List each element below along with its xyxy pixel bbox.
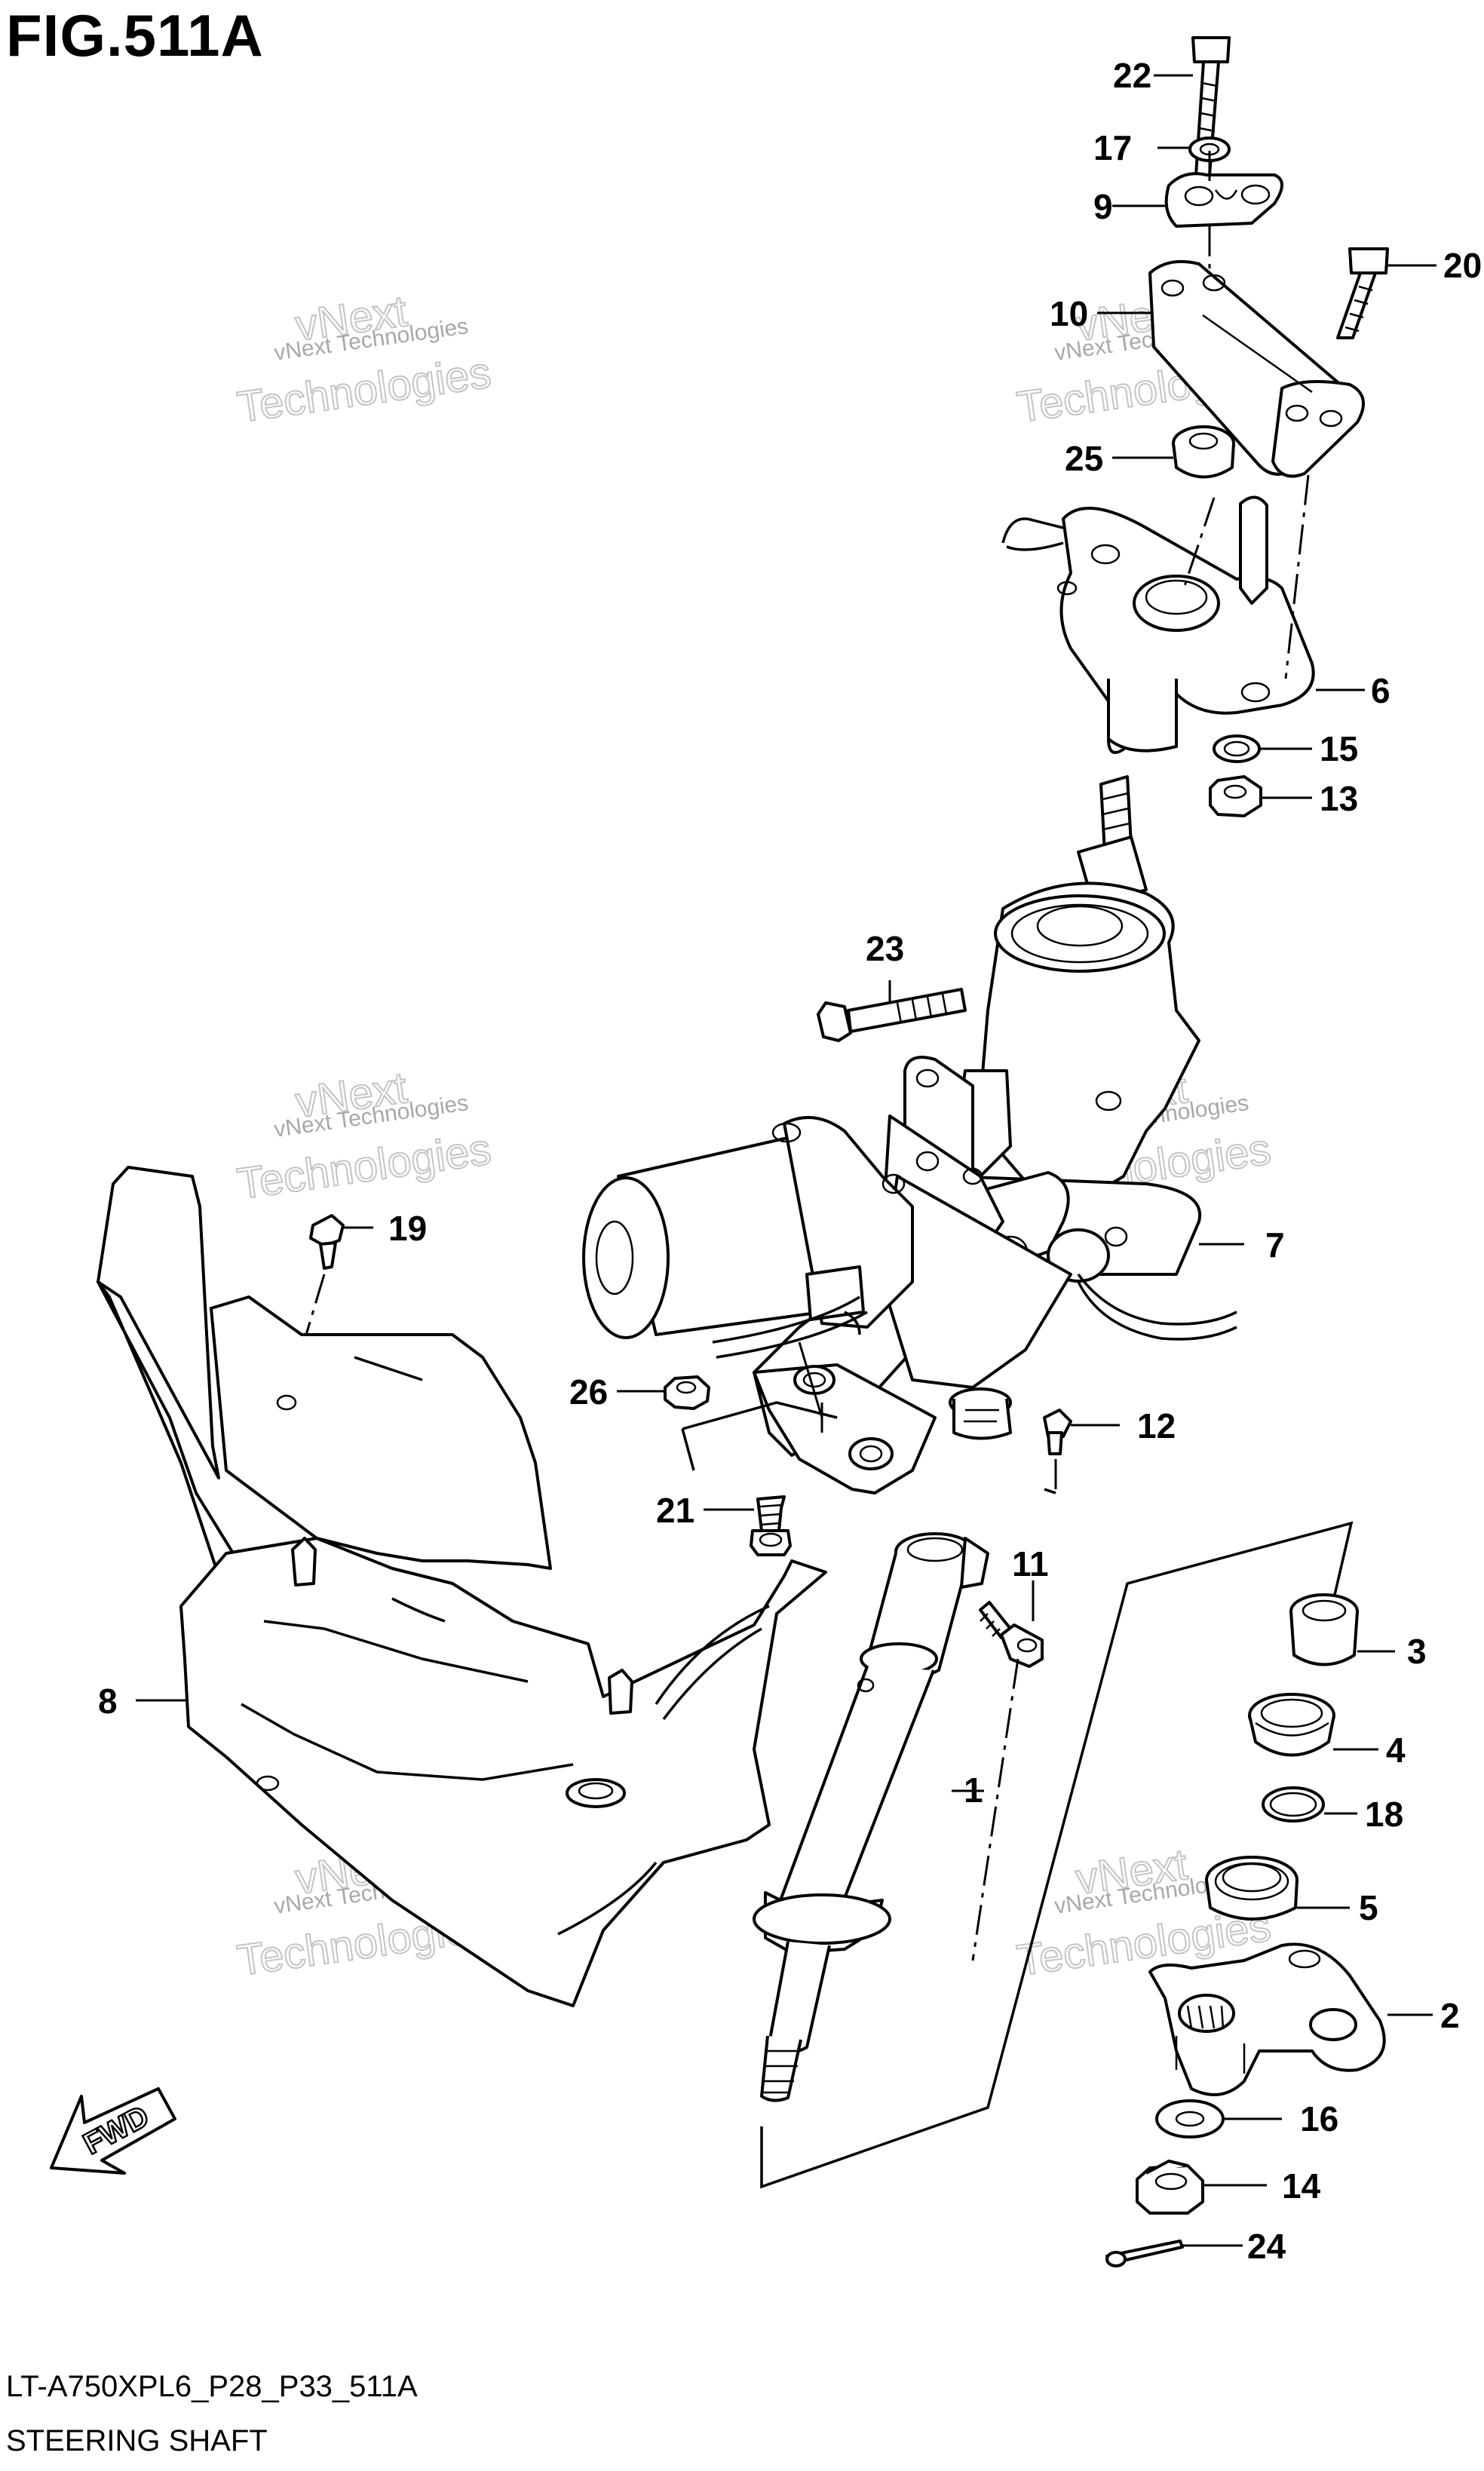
callout-10: 10 — [1050, 294, 1088, 333]
callout-26: 26 — [569, 1372, 608, 1412]
bolt-11 — [979, 1601, 1044, 1668]
o-ring-18 — [1262, 1786, 1325, 1823]
column-holder-6 — [1001, 495, 1315, 754]
callout-24: 24 — [1247, 2227, 1286, 2266]
bolt-12 — [1043, 1409, 1072, 1455]
callout-7: 7 — [1265, 1225, 1285, 1265]
lower-holder-10 — [1148, 259, 1365, 478]
nut-14 — [1136, 2160, 1204, 2215]
washer-16 — [1155, 2099, 1225, 2138]
callouts: 22 17 9 10 20 25 6 15 13 23 7 19 26 12 2… — [98, 56, 1482, 2266]
callout-20: 20 — [1443, 246, 1482, 285]
bolt-20 — [1336, 247, 1389, 339]
callout-19: 19 — [388, 1209, 427, 1248]
callout-2: 2 — [1440, 1996, 1460, 2035]
callout-6: 6 — [1371, 671, 1390, 710]
bearing-5 — [1205, 1856, 1298, 1921]
bolt-23 — [817, 988, 967, 1042]
figure-title: FIG.511A — [6, 2, 264, 69]
callout-23: 23 — [866, 929, 904, 968]
figure-caption: STEERING SHAFT — [6, 2424, 268, 2457]
motor-assembly — [582, 1116, 914, 1359]
callout-1: 1 — [964, 1770, 983, 1810]
seal-4 — [1248, 1693, 1335, 1757]
callout-15: 15 — [1320, 729, 1358, 768]
callout-14: 14 — [1282, 2166, 1321, 2206]
model-code: LT-A750XPL6_P28_P33_511A — [6, 2370, 418, 2403]
bush-3 — [1289, 1593, 1359, 1666]
watermark-mid-left: vNext Technologies vNext Technologies — [234, 1062, 495, 1209]
washer-15 — [1213, 734, 1261, 763]
cotter-pin-24 — [1105, 2240, 1184, 2267]
collar-25 — [1172, 425, 1235, 479]
steering-shaft-1 — [753, 1532, 989, 2102]
washer-17 — [1188, 136, 1231, 162]
callout-17: 17 — [1093, 128, 1132, 167]
callout-5: 5 — [1359, 1888, 1378, 1927]
fwd-direction-arrow: FWD — [50, 2087, 176, 2175]
callout-4: 4 — [1386, 1731, 1406, 1770]
callout-11: 11 — [1012, 1544, 1049, 1583]
leader-lines — [136, 74, 1436, 2247]
callout-8: 8 — [98, 1682, 118, 1721]
callout-12: 12 — [1137, 1406, 1176, 1446]
nut-13 — [1209, 775, 1262, 817]
nut-26 — [664, 1375, 710, 1410]
callout-3: 3 — [1407, 1632, 1427, 1671]
svg-text:Technologies: Technologies — [235, 348, 494, 431]
callout-21: 21 — [656, 1491, 694, 1530]
bolt-21 — [750, 1495, 792, 1556]
watermark-top-left: vNext Technologies vNext Technologies — [234, 286, 495, 433]
callout-9: 9 — [1093, 187, 1113, 226]
upper-holder-9 — [1164, 172, 1283, 228]
callout-13: 13 — [1320, 779, 1358, 818]
callout-18: 18 — [1365, 1795, 1403, 1834]
callout-25: 25 — [1065, 439, 1103, 478]
steering-arm-2 — [1148, 1942, 1386, 2096]
cover-8 — [97, 1166, 827, 2007]
callout-16: 16 — [1300, 2099, 1338, 2138]
clip-19 — [309, 1214, 345, 1270]
svg-text:Technologies: Technologies — [235, 1124, 494, 1208]
callout-22: 22 — [1113, 56, 1151, 95]
